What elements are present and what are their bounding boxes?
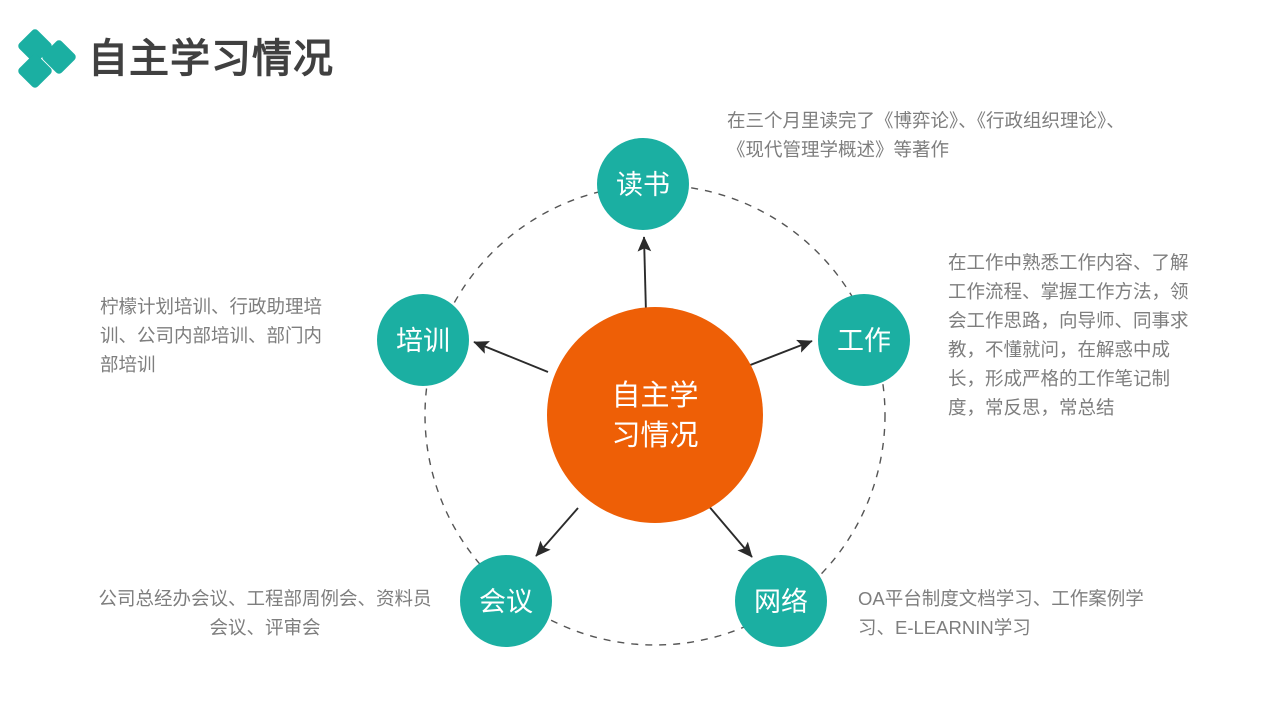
spoke-arrow-network bbox=[706, 503, 753, 558]
callout-network: OA平台制度文档学习、工作案例学习、E-LEARNIN学习 bbox=[858, 588, 1144, 638]
hub-node-autonomous-learning[interactable]: 自主学 习情况 bbox=[547, 307, 763, 523]
spoke-arrow-reading bbox=[637, 236, 652, 314]
callout-training: 柠檬计划培训、行政助理培训、公司内部培训、部门内部培训 bbox=[100, 296, 323, 375]
node-meeting[interactable]: 会议 bbox=[460, 555, 552, 647]
node-work-circle bbox=[818, 294, 910, 386]
spoke-arrow-training bbox=[473, 341, 549, 373]
spoke-arrow-meeting bbox=[535, 507, 579, 557]
node-meeting-circle bbox=[460, 555, 552, 647]
callout-work: 在工作中熟悉工作内容、了解工作流程、掌握工作方法，领会工作思路，向导师、同事求教… bbox=[948, 252, 1189, 418]
spoke-arrows bbox=[473, 236, 813, 558]
node-training[interactable]: 培训 bbox=[377, 294, 469, 386]
node-network-circle bbox=[735, 555, 827, 647]
node-training-label: 培训 bbox=[396, 326, 450, 356]
node-reading-circle bbox=[597, 138, 689, 230]
node-work-label: 工作 bbox=[837, 326, 891, 356]
hub-circle bbox=[547, 307, 763, 523]
node-reading-label: 读书 bbox=[616, 170, 670, 200]
diamond-cluster-icon bbox=[18, 28, 86, 90]
node-training-circle bbox=[377, 294, 469, 386]
slide-header: 自主学习情况 bbox=[0, 0, 1280, 110]
node-reading[interactable]: 读书 bbox=[597, 138, 689, 230]
hub-label-line-1: 自主学 bbox=[611, 379, 698, 412]
node-work[interactable]: 工作 bbox=[818, 294, 910, 386]
callout-reading: 在三个月里读完了《博弈论》、《行政组织理论》、《现代管理学概述》等著作 bbox=[727, 110, 1125, 160]
node-network[interactable]: 网络 bbox=[735, 555, 827, 647]
page-title: 自主学习情况 bbox=[88, 37, 334, 81]
spoke-arrow-work bbox=[739, 339, 813, 370]
callout-meeting: 公司总经办会议、工程部周例会、资料员会议、评审会 bbox=[98, 588, 432, 638]
hub-label-line-2: 习情况 bbox=[611, 419, 698, 452]
node-network-label: 网络 bbox=[754, 587, 808, 617]
node-meeting-label: 会议 bbox=[479, 587, 533, 617]
